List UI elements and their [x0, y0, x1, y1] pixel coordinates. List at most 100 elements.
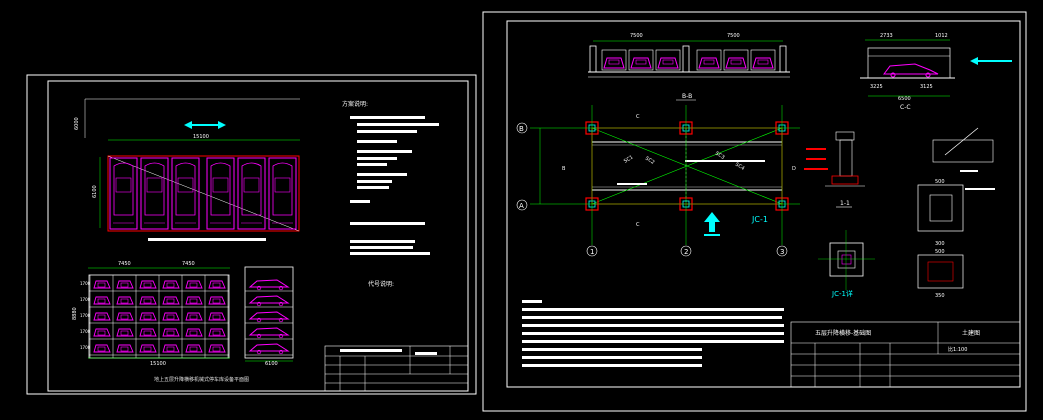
- svg-text:2: 2: [684, 248, 688, 256]
- parking-plan-view: 6000 15100 6100: [74, 98, 300, 241]
- section-bb-column: [682, 45, 690, 73]
- section-cc: 2733 1012 3225 3125 6500 C-C: [860, 33, 1012, 111]
- svg-text:3125: 3125: [920, 84, 933, 90]
- elevation-car: [116, 344, 134, 353]
- side-dim-bottom: 6100: [265, 361, 278, 367]
- left-sheet-title: 地上五层升降横移机械式停车库设备平面图: [154, 376, 249, 383]
- label-c-top: C: [636, 114, 640, 120]
- elevation-car: [116, 296, 134, 305]
- right-title-block: 五层升降横移-基础图 土建图 比1:100: [790, 321, 1021, 388]
- plan-car-bay: [140, 157, 169, 230]
- elevation-car: [208, 344, 226, 353]
- label-c-bottom: C: [636, 222, 640, 228]
- elevation-car: [116, 328, 134, 337]
- elevation-car: [93, 328, 111, 337]
- section-bb-cars: [589, 45, 787, 73]
- elevation-car: [139, 312, 157, 321]
- label-b-left: B: [562, 166, 566, 172]
- diag-label-sc1: SC1: [623, 154, 635, 164]
- diag-label-sc3: SC3: [714, 151, 726, 161]
- elevation-car: [139, 344, 157, 353]
- note-line: [357, 157, 397, 160]
- plan-car-bay: [237, 157, 266, 230]
- note-line: [357, 150, 412, 153]
- svg-text:3: 3: [780, 248, 784, 256]
- svg-text:500: 500: [935, 179, 945, 185]
- axis-bubble-a: [516, 199, 528, 211]
- section-bb-car: [628, 49, 654, 71]
- svg-text:1700: 1700: [80, 281, 91, 286]
- section-cc-title: C-C: [900, 104, 911, 111]
- section-bb-car: [750, 49, 776, 71]
- side-car: [248, 343, 290, 355]
- side-car: [248, 311, 290, 323]
- axis-bubble-b: [516, 122, 528, 134]
- right-note-line: [522, 324, 784, 327]
- title-block-scale: 比1:100: [948, 346, 967, 353]
- elev-height-label: 8880: [72, 307, 78, 320]
- right-sheet-inner-frame: [506, 20, 1021, 388]
- elevation-car: [139, 296, 157, 305]
- notes-text-lines: [350, 116, 439, 255]
- elev-dim-right: 7450: [182, 261, 195, 267]
- right-note-line: [522, 348, 702, 351]
- entry-arrow-icon: [704, 212, 720, 236]
- title-block-project: 五层升降横移-基础图: [815, 329, 871, 337]
- note-line: [350, 200, 370, 203]
- axis-bubble-3: [776, 245, 788, 257]
- elevation-car: [162, 280, 180, 289]
- left-sheet-outer-frame: [26, 74, 477, 395]
- elev-dim-bottom: 15100: [150, 361, 166, 367]
- elevation-car: [162, 312, 180, 321]
- jc-detail-label: JC-1详: [831, 289, 853, 298]
- left-title-block: [324, 345, 469, 392]
- axis-bubble-2: [680, 245, 692, 257]
- right-note-line: [522, 300, 542, 303]
- note-line: [357, 130, 417, 133]
- elevation-car: [185, 328, 203, 337]
- plan-car-bay: [268, 157, 297, 230]
- note-line: [357, 173, 407, 176]
- elevation-car: [162, 296, 180, 305]
- svg-text:1700: 1700: [80, 329, 91, 334]
- title-block-sheet: 土建图: [962, 329, 980, 337]
- plan-depth-dim: 6100: [92, 185, 98, 198]
- elevation-car: [116, 312, 134, 321]
- svg-text:B: B: [519, 125, 524, 133]
- foundation-plan: B A 1 2 3 C C B D SC1 SC2 SC3 SC4 JC-1: [516, 105, 800, 257]
- note-line: [385, 252, 430, 255]
- section-bb-column: [589, 45, 597, 73]
- plan-car-bay: [171, 157, 200, 230]
- right-note-line: [522, 356, 702, 359]
- right-note-line: [522, 316, 782, 319]
- jc1-detail: JC-1详: [818, 230, 875, 298]
- elevation-car: [93, 344, 111, 353]
- section-11-title: 1-1: [840, 200, 850, 207]
- plan-top-dim: 6000: [74, 117, 80, 130]
- svg-text:500: 500: [935, 249, 945, 255]
- note-line: [385, 246, 413, 249]
- jc-label: JC-1: [751, 215, 768, 224]
- side-car: [248, 327, 290, 339]
- side-car: [248, 295, 290, 307]
- elevation-car: [162, 344, 180, 353]
- right-sheet-outer-frame: [482, 11, 1027, 412]
- plan-caption-bar: [148, 238, 266, 241]
- diag-label-sc2: SC2: [644, 156, 656, 166]
- svg-text:1700: 1700: [80, 297, 91, 302]
- elevation-car: [139, 328, 157, 337]
- elev-dim-left: 7450: [118, 261, 131, 267]
- svg-text:A: A: [519, 202, 524, 210]
- plan-width-dim: 15100: [193, 134, 209, 140]
- lateral-move-arrow-icon: [184, 121, 226, 129]
- svg-text:350: 350: [935, 293, 945, 299]
- svg-text:3225: 3225: [870, 84, 883, 90]
- scheme-notes: 方案说明: 代号说明:: [342, 100, 439, 288]
- plan-outline: [107, 155, 300, 232]
- note-line: [357, 163, 387, 166]
- note-line: [357, 186, 389, 189]
- note-line: [385, 240, 415, 243]
- plan-car-bays: [109, 157, 297, 230]
